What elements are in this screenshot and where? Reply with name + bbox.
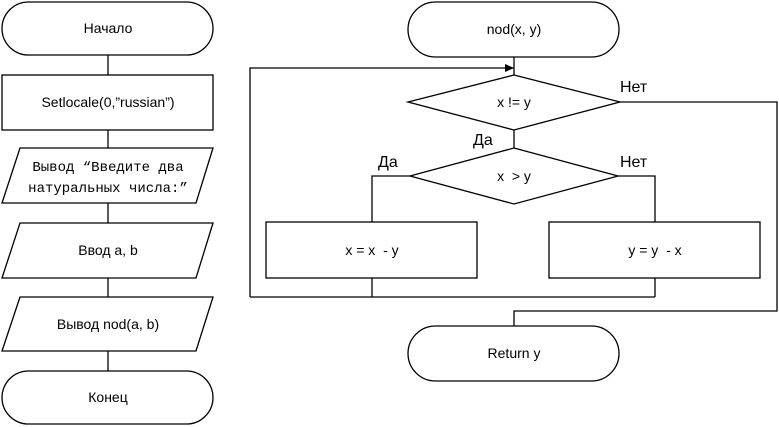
main-flow: Начало Setlocale(0,”russian”) Вывод “Вве… [1, 1, 214, 425]
compare-condition-label: x > y [497, 168, 531, 184]
compare-yes-line [371, 175, 410, 222]
function-flow: nod(x, y) x != y x > y x = x - y y = y -… [249, 1, 778, 382]
subtract-x-process [548, 221, 761, 279]
output-parallelogram [1, 296, 214, 352]
input-parallelogram [1, 222, 214, 279]
setlocale-label: Setlocale(0,”russian”) [41, 94, 174, 110]
loop-condition-label: x != y [497, 94, 531, 110]
loop-exit-line [513, 101, 778, 326]
function-header-label: nod(x, y) [487, 21, 541, 37]
loop-back-arrow-icon [505, 64, 514, 72]
input-label: Ввод a, b [78, 242, 138, 258]
compare-yes-label: Да [378, 154, 398, 171]
compare-condition-decision [407, 147, 621, 205]
end-label: Конец [88, 389, 127, 405]
subtract-y-process [265, 221, 478, 279]
prompt-label-line2: натуральных числа:” [28, 181, 188, 197]
compare-no-line [618, 175, 656, 222]
loop-no-label: Нет [620, 79, 648, 96]
subtract-y-label: x = x - y [345, 242, 398, 258]
compare-no-label: Нет [620, 154, 648, 171]
end-terminator [1, 370, 214, 425]
loop-condition-decision [405, 74, 623, 131]
setlocale-process [1, 74, 214, 131]
return-terminator [407, 325, 620, 382]
loop-yes-label: Да [473, 132, 493, 149]
subtract-x-label: y = y - x [628, 242, 681, 258]
prompt-output-parallelogram [1, 147, 214, 204]
return-label: Return y [488, 345, 541, 361]
loop-back-line [249, 67, 514, 297]
start-label: Начало [84, 20, 133, 36]
prompt-label-line1: Вывод “Введите два [32, 160, 183, 176]
output-label: Вывод nod(a, b) [57, 316, 159, 332]
function-header-terminator [407, 1, 620, 58]
start-terminator [1, 1, 214, 56]
